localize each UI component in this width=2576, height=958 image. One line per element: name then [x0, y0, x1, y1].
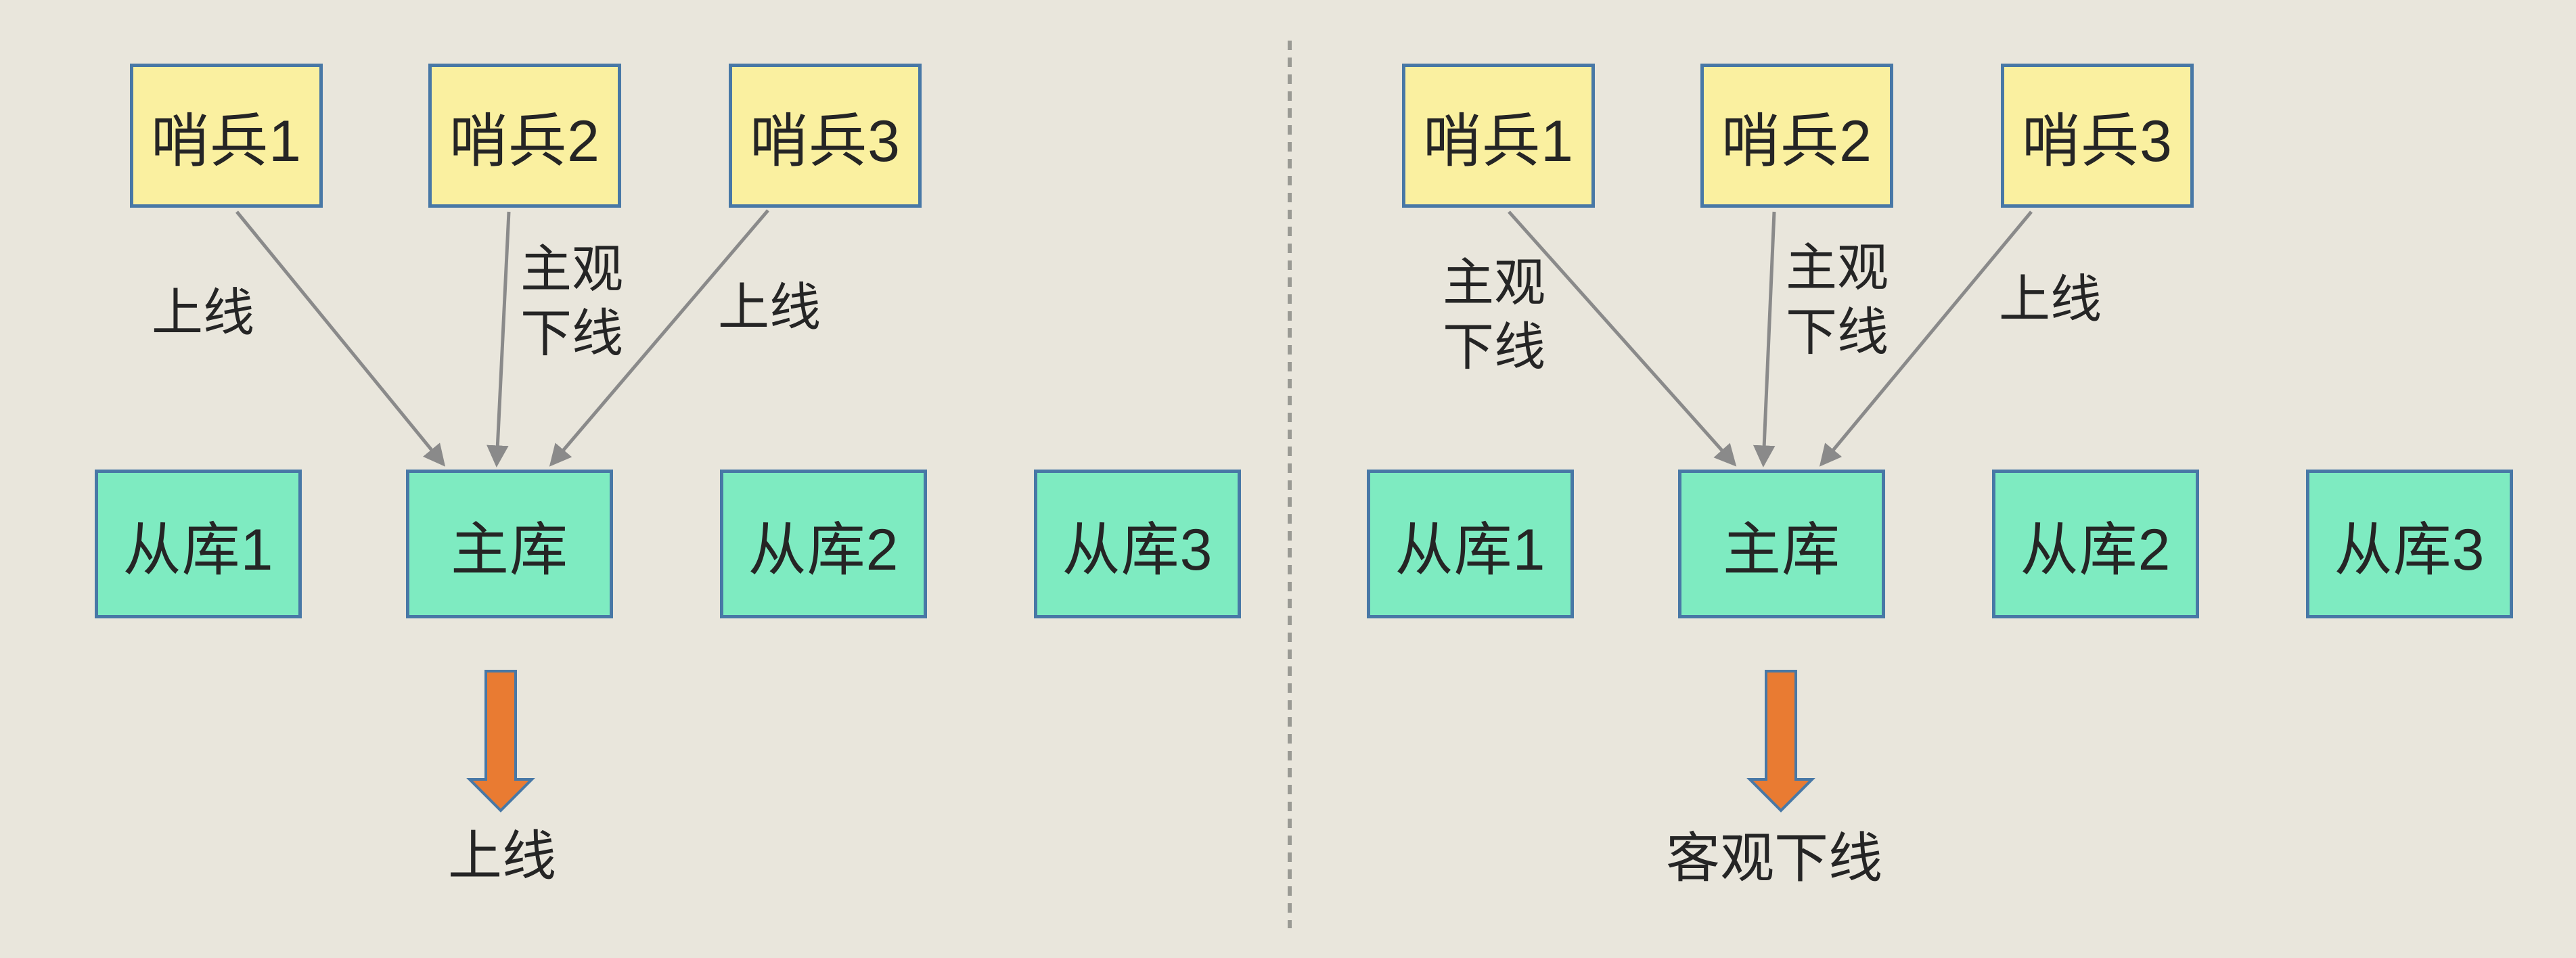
left-sentinel-1-box: 哨兵1 — [130, 64, 323, 208]
right-master-box: 主库 — [1678, 470, 1885, 618]
right-sentinel-1-box: 哨兵1 — [1402, 64, 1595, 208]
left-verdict-label: 上线 — [448, 826, 556, 886]
right-edge-arrow-3 — [1819, 210, 2033, 467]
left-edge-label-3: 上线 — [718, 279, 821, 337]
left-replica-1-box: 从库1 — [95, 470, 302, 618]
left-block-arrow-down-icon — [466, 670, 535, 813]
right-edge-arrow-1 — [1508, 210, 1737, 467]
left-edge-arrow-3 — [549, 209, 769, 467]
right-edge-label-2: 主观 下线 — [1786, 240, 1889, 361]
right-replica-1-box: 从库1 — [1367, 470, 1574, 618]
right-edge-label-3: 上线 — [1999, 271, 2102, 329]
left-replica-2-box: 从库2 — [720, 470, 927, 618]
left-sentinel-2-box: 哨兵2 — [428, 64, 621, 208]
right-replica-2-box: 从库2 — [1992, 470, 2199, 618]
left-edge-arrow-2 — [487, 211, 511, 467]
left-edge-label-2: 主观 下线 — [520, 241, 623, 363]
right-sentinel-2-box: 哨兵2 — [1700, 64, 1893, 208]
left-edge-label-1: 上线 — [152, 284, 254, 342]
right-sentinel-3-box: 哨兵3 — [2001, 64, 2194, 208]
right-verdict-label: 客观下线 — [1666, 828, 1882, 888]
left-master-box: 主库 — [406, 470, 613, 618]
left-edge-arrow-1 — [235, 210, 446, 467]
right-replica-3-box: 从库3 — [2306, 470, 2513, 618]
right-edge-arrow-2 — [1753, 211, 1776, 467]
left-replica-3-box: 从库3 — [1034, 470, 1241, 618]
right-block-arrow-down-icon — [1746, 670, 1815, 813]
left-sentinel-3-box: 哨兵3 — [729, 64, 922, 208]
right-edge-label-1: 主观 下线 — [1443, 254, 1545, 376]
